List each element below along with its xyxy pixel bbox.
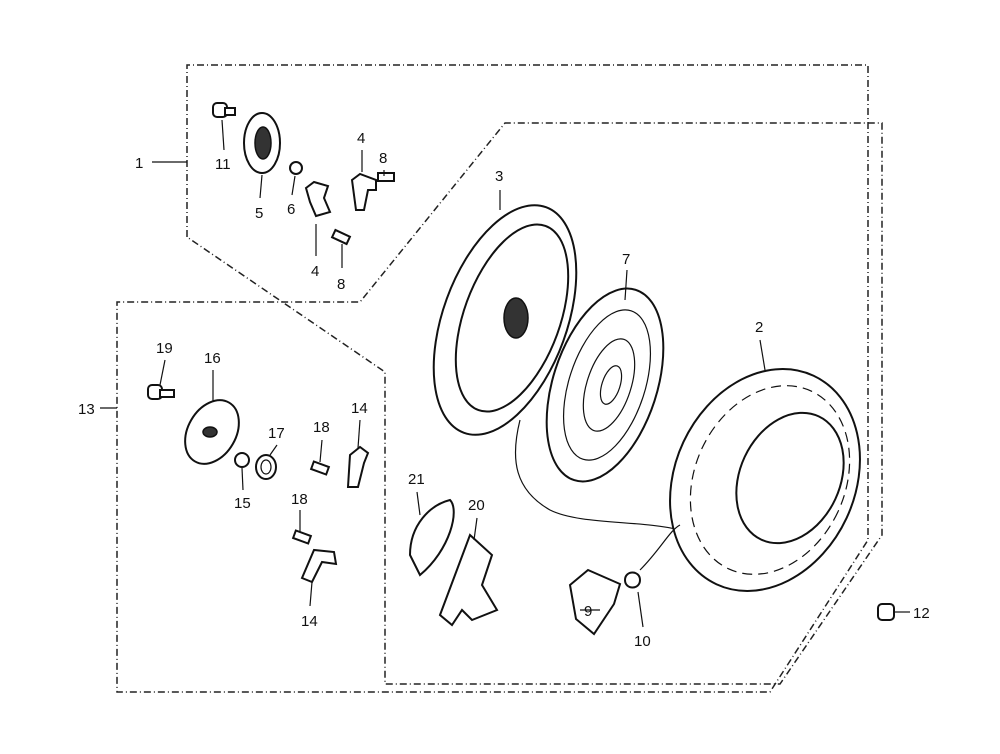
part-19-bolt — [147, 384, 175, 400]
callout-13: 13 — [78, 401, 95, 418]
callout-18-upper: 18 — [313, 419, 330, 436]
part-16-plate — [184, 399, 240, 465]
part-4-pawl-upper — [350, 172, 377, 211]
part-21-grip-cover — [408, 498, 455, 577]
callout-7: 7 — [622, 251, 630, 268]
callout-10: 10 — [634, 633, 651, 650]
group-1-border — [116, 64, 883, 693]
part-6-washer — [289, 161, 303, 175]
callout-4-upper: 4 — [357, 130, 365, 147]
callout-14-lower: 14 — [301, 613, 318, 630]
part-18-spring-lower — [291, 529, 313, 545]
part-7-spring — [545, 287, 665, 483]
callout-8-lower: 8 — [337, 276, 345, 293]
part-18-spring-upper — [309, 460, 331, 476]
part-11-bolt — [212, 102, 236, 118]
part-9-handle — [568, 568, 622, 636]
callout-3: 3 — [495, 168, 503, 185]
part-4-pawl-lower — [304, 180, 332, 218]
callout-15: 15 — [234, 495, 251, 512]
callout-17: 17 — [268, 425, 285, 442]
callout-11: 11 — [215, 156, 231, 173]
part-8-spring-upper — [377, 172, 395, 182]
part-20-grip — [438, 533, 499, 627]
callout-8-upper: 8 — [379, 150, 387, 167]
callout-9: 9 — [584, 603, 592, 620]
callout-18-lower: 18 — [291, 491, 308, 508]
callout-14-upper: 14 — [351, 400, 368, 417]
callout-16: 16 — [204, 350, 221, 367]
part-14-pawl-lower — [300, 548, 338, 584]
leader-lines — [100, 119, 910, 628]
part-5-plate — [243, 112, 281, 174]
callout-12: 12 — [913, 605, 930, 622]
callout-19: 19 — [156, 340, 173, 357]
part-3-reel — [432, 204, 681, 531]
part-14-pawl-upper — [346, 445, 370, 488]
part-8-spring-lower — [330, 228, 352, 246]
callout-21: 21 — [408, 471, 425, 488]
callout-1: 1 — [135, 155, 143, 172]
callout-5: 5 — [255, 205, 263, 222]
callout-2: 2 — [755, 319, 763, 336]
callout-20: 20 — [468, 497, 485, 514]
callout-4-lower: 4 — [311, 263, 319, 280]
callout-6: 6 — [287, 201, 295, 218]
part-12-bolt — [877, 603, 895, 621]
part-10-rope-guide — [624, 524, 681, 589]
part-17-spring — [255, 454, 277, 480]
part-15-washer — [234, 452, 250, 468]
part-2-housing — [669, 368, 861, 592]
